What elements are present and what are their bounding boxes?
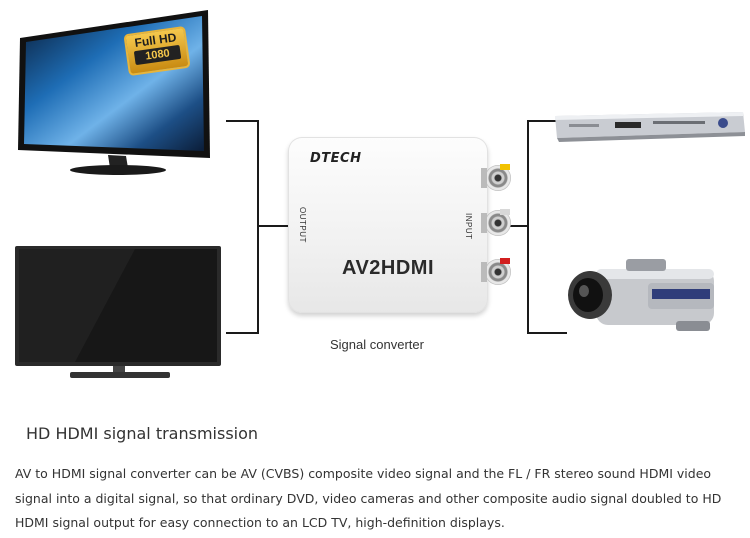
full-hd-tv-image: Full HD 1080 bbox=[18, 8, 218, 178]
output-line-top bbox=[226, 120, 259, 122]
input-line-bottom bbox=[527, 332, 567, 334]
description-paragraph: AV to HDMI signal converter can be AV (C… bbox=[15, 466, 722, 530]
input-label: INPUT bbox=[464, 213, 473, 240]
converter-model: AV2HDMI bbox=[341, 257, 435, 279]
lcd-tv-image bbox=[15, 244, 225, 384]
input-line-connector bbox=[500, 225, 529, 227]
signal-converter-box: DTECH OUTPUT INPUT AV2HDMI bbox=[288, 137, 488, 313]
rca-white-stripe bbox=[500, 209, 510, 215]
output-line-connector bbox=[257, 225, 289, 227]
dvd-player-image bbox=[555, 110, 745, 142]
section-heading: HD HDMI signal transmission bbox=[26, 424, 259, 443]
converter-caption: Signal converter bbox=[330, 337, 424, 352]
rca-yellow-stripe bbox=[500, 164, 510, 170]
converter-brand: DTECH bbox=[310, 151, 362, 166]
camcorder-image bbox=[566, 255, 726, 337]
full-hd-badge: Full HD 1080 bbox=[123, 25, 191, 77]
input-line-top bbox=[527, 120, 559, 122]
rca-red-stripe bbox=[500, 258, 510, 264]
output-line-bottom bbox=[226, 332, 259, 334]
output-label: OUTPUT bbox=[298, 207, 307, 243]
